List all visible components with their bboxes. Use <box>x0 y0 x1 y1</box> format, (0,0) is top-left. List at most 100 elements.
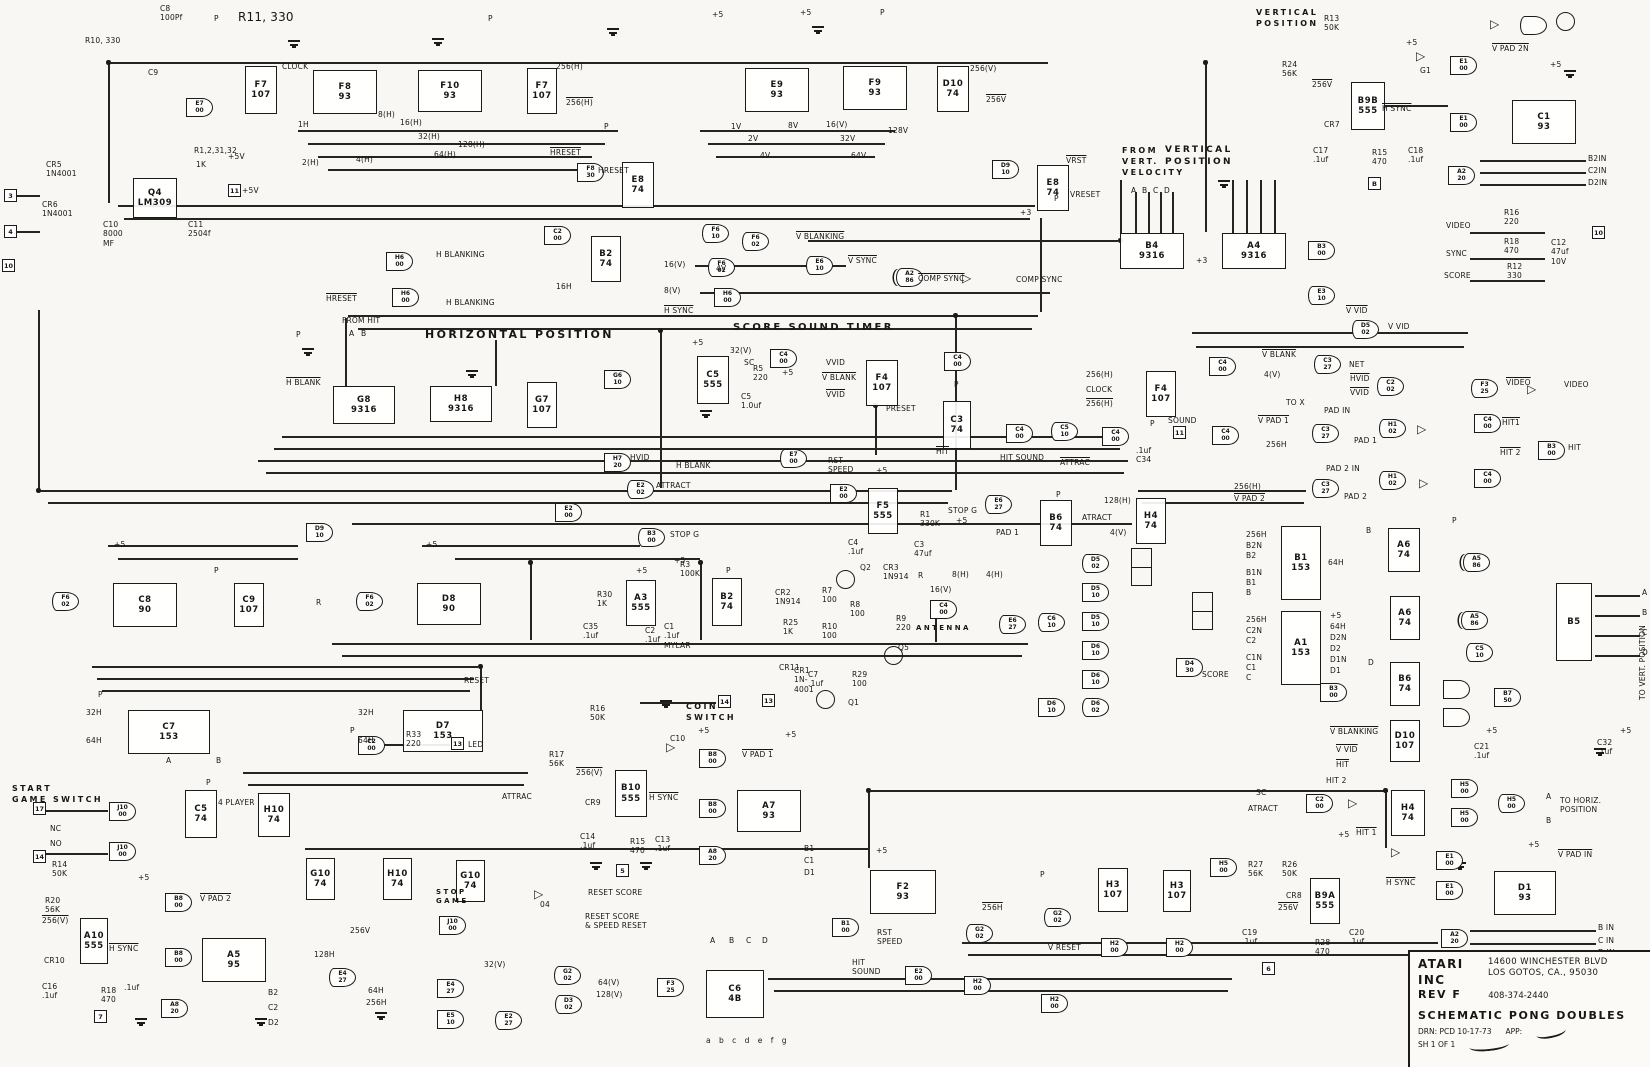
inverter-icon: ▷ <box>1348 796 1358 810</box>
connector-pin-box: B <box>1368 177 1381 190</box>
signal-label: B <box>1142 186 1148 195</box>
signal-label: Q2 <box>860 563 872 572</box>
signal-label: C32 .1uf <box>1597 738 1613 757</box>
wire <box>352 523 1132 525</box>
signal-label: 256(V) <box>42 916 69 925</box>
signal-label: HIT1 <box>1502 418 1521 427</box>
signal-label: R25 1K <box>783 618 799 637</box>
wire <box>318 156 592 158</box>
signal-label: 4(V) <box>1264 370 1281 379</box>
connector-pin-box: 11 <box>228 184 241 197</box>
signal-label: R1,2,31,32 <box>194 146 237 155</box>
signal-label: V BLANK <box>1262 350 1297 359</box>
signal-label: +5 <box>698 726 710 735</box>
signal-label: 4V <box>716 264 727 273</box>
signal-label: HIT SOUND <box>1000 453 1045 462</box>
wire <box>108 62 1048 64</box>
wire <box>48 502 948 504</box>
logic-gate-or-icon: G2 02 <box>554 966 581 985</box>
signal-label: 8(V) <box>664 286 681 295</box>
wire <box>1480 172 1586 174</box>
ground-icon <box>1564 70 1576 79</box>
signal-label: 256(V) <box>970 64 997 73</box>
signal-label: P <box>1054 194 1059 203</box>
signal-label: ATTRAC <box>1060 458 1090 467</box>
signal-label: LED <box>468 740 484 749</box>
logic-gate-and-icon: F8 30 <box>577 163 604 182</box>
logic-gate-or-icon: E6 10 <box>806 256 833 275</box>
logic-gate-and-icon: H7 20 <box>604 453 631 472</box>
logic-gate-or-icon: C5 10 <box>1466 643 1493 662</box>
signal-label: R13 50K <box>1324 14 1340 33</box>
seven-segment-digit-icon <box>1131 548 1152 586</box>
signal-label: RST SPEED <box>828 456 854 475</box>
wire <box>700 130 895 132</box>
signal-label: 1H <box>298 120 309 129</box>
signal-label: 128(V) <box>596 990 623 999</box>
logic-gate-and-icon: C2 00 <box>358 736 385 755</box>
signal-label: 256H <box>366 998 387 1007</box>
logic-gate-and-icon: E1 00 <box>1436 881 1463 900</box>
signal-label: C11 2504f <box>188 220 211 239</box>
signal-label: C2N <box>1246 626 1263 635</box>
signal-label: P <box>214 566 219 575</box>
signal-label: 256V <box>986 95 1007 104</box>
signal-label: 8(H) <box>378 110 396 119</box>
logic-gate-and-icon: B8 00 <box>699 799 726 818</box>
logic-gate-and-icon: C4 00 <box>944 352 971 371</box>
signal-label: B1N <box>1246 568 1263 577</box>
wire <box>44 853 108 855</box>
signal-label: +5 <box>1528 840 1540 849</box>
logic-gate-and-icon: C4 00 <box>1212 426 1239 445</box>
signal-label: 32V <box>840 134 856 143</box>
signal-label: R <box>316 598 322 607</box>
signal-label: 8(H) <box>952 570 970 579</box>
logic-gate-or-icon: E7 00 <box>780 449 807 468</box>
logic-gate-and-icon: D5 10 <box>1082 612 1109 631</box>
signal-label: R17 56K <box>549 750 565 769</box>
transistor-icon <box>884 646 903 665</box>
signal-label: A <box>166 756 172 765</box>
signal-label: C <box>1153 186 1159 195</box>
signal-label: B IN <box>1598 923 1615 932</box>
signal-label: a b c d e f g <box>706 1036 790 1045</box>
signal-label: CR1 1N- 4001 <box>794 666 814 694</box>
signal-label: TO VERT. POSITION <box>1638 625 1647 700</box>
signal-label: 256(H) <box>566 98 594 107</box>
logic-gate-or-icon: E6 27 <box>999 615 1026 634</box>
signal-label: C17 .1uf <box>1313 146 1329 165</box>
signal-label: C1N <box>1246 653 1263 662</box>
signal-label: 2(H) <box>302 158 320 167</box>
signal-label: B <box>1546 816 1552 825</box>
wire <box>97 678 474 680</box>
wire <box>480 666 482 710</box>
logic-gate-or-icon: H1 02 <box>1379 419 1406 438</box>
logic-gate-and-icon: D6 10 <box>1082 641 1109 660</box>
signal-label: HRESET <box>550 148 581 157</box>
inverter-icon: ▷ <box>1391 845 1401 859</box>
signal-label: P <box>296 330 301 339</box>
signal-label: R16 50K <box>590 704 606 723</box>
signal-label: VIDEO <box>1446 221 1471 230</box>
junction-dot <box>658 328 663 333</box>
company-name: ATARI INC <box>1418 957 1464 987</box>
signal-label: R30 1K <box>597 590 613 609</box>
logic-gate-or-icon: H1 02 <box>1379 471 1406 490</box>
wire <box>495 340 497 386</box>
signal-label: 1K <box>196 160 207 169</box>
signal-label: B <box>361 329 367 338</box>
signal-label: 16(H) <box>400 118 423 127</box>
logic-gate-and-icon: B8 00 <box>165 948 192 967</box>
signal-label: H BLANK <box>286 378 321 387</box>
